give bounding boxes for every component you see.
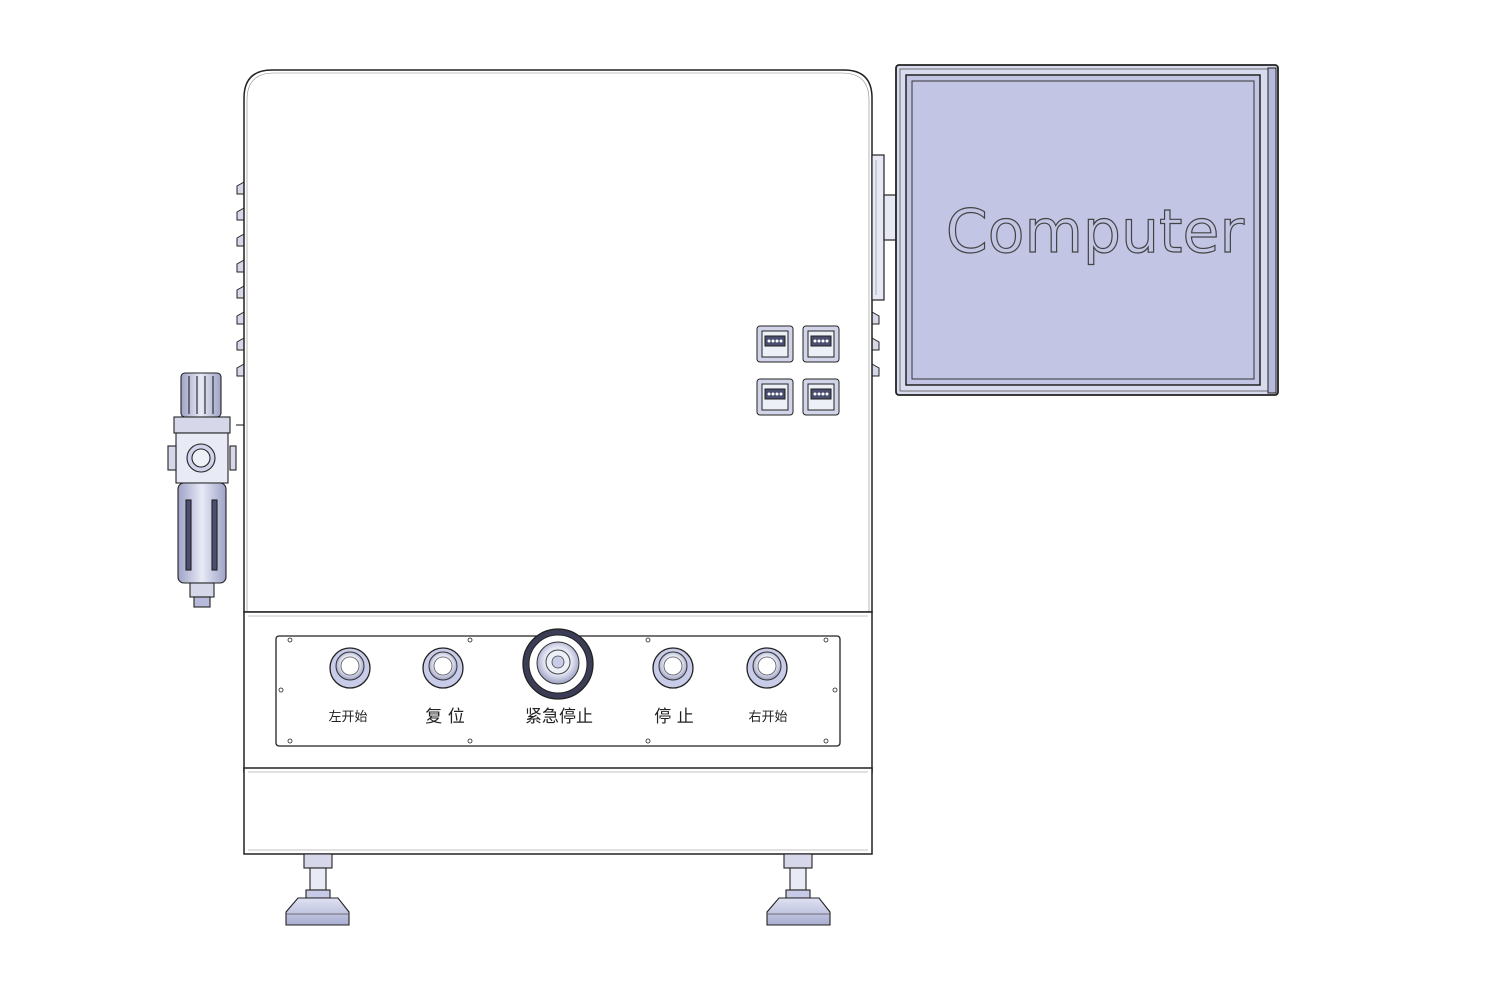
- computer-monitor: Computer: [895, 64, 1279, 396]
- cabinet-upper-body: [243, 69, 873, 613]
- port-bottom-left: [756, 378, 794, 416]
- left-vent-fins: [236, 181, 245, 377]
- air-filter-regulator: [167, 372, 244, 608]
- right-leveling-foot: [766, 853, 831, 926]
- screen-label: Computer: [946, 197, 1245, 267]
- port-bottom-right: [802, 378, 840, 416]
- monitor-mount: [871, 154, 897, 301]
- connector-ports: [756, 325, 840, 416]
- stop-button[interactable]: [652, 647, 694, 689]
- monitor-screen: [905, 74, 1261, 386]
- port-top-left: [756, 325, 794, 363]
- emergency-stop-button[interactable]: [522, 628, 594, 700]
- left-start-button[interactable]: [329, 647, 371, 689]
- emergency-stop-label: 紧急停止: [525, 707, 593, 727]
- left-leveling-foot: [285, 853, 350, 926]
- panel-screws: [278, 637, 838, 744]
- left-start-label: 左开始: [328, 710, 367, 725]
- right-start-label: 右开始: [748, 710, 787, 725]
- reset-label: 复 位: [425, 707, 464, 727]
- right-start-button[interactable]: [746, 647, 788, 689]
- port-top-right: [802, 325, 840, 363]
- stop-label: 停 止: [654, 707, 693, 727]
- right-vent-fins: [871, 311, 880, 377]
- reset-button[interactable]: [422, 647, 464, 689]
